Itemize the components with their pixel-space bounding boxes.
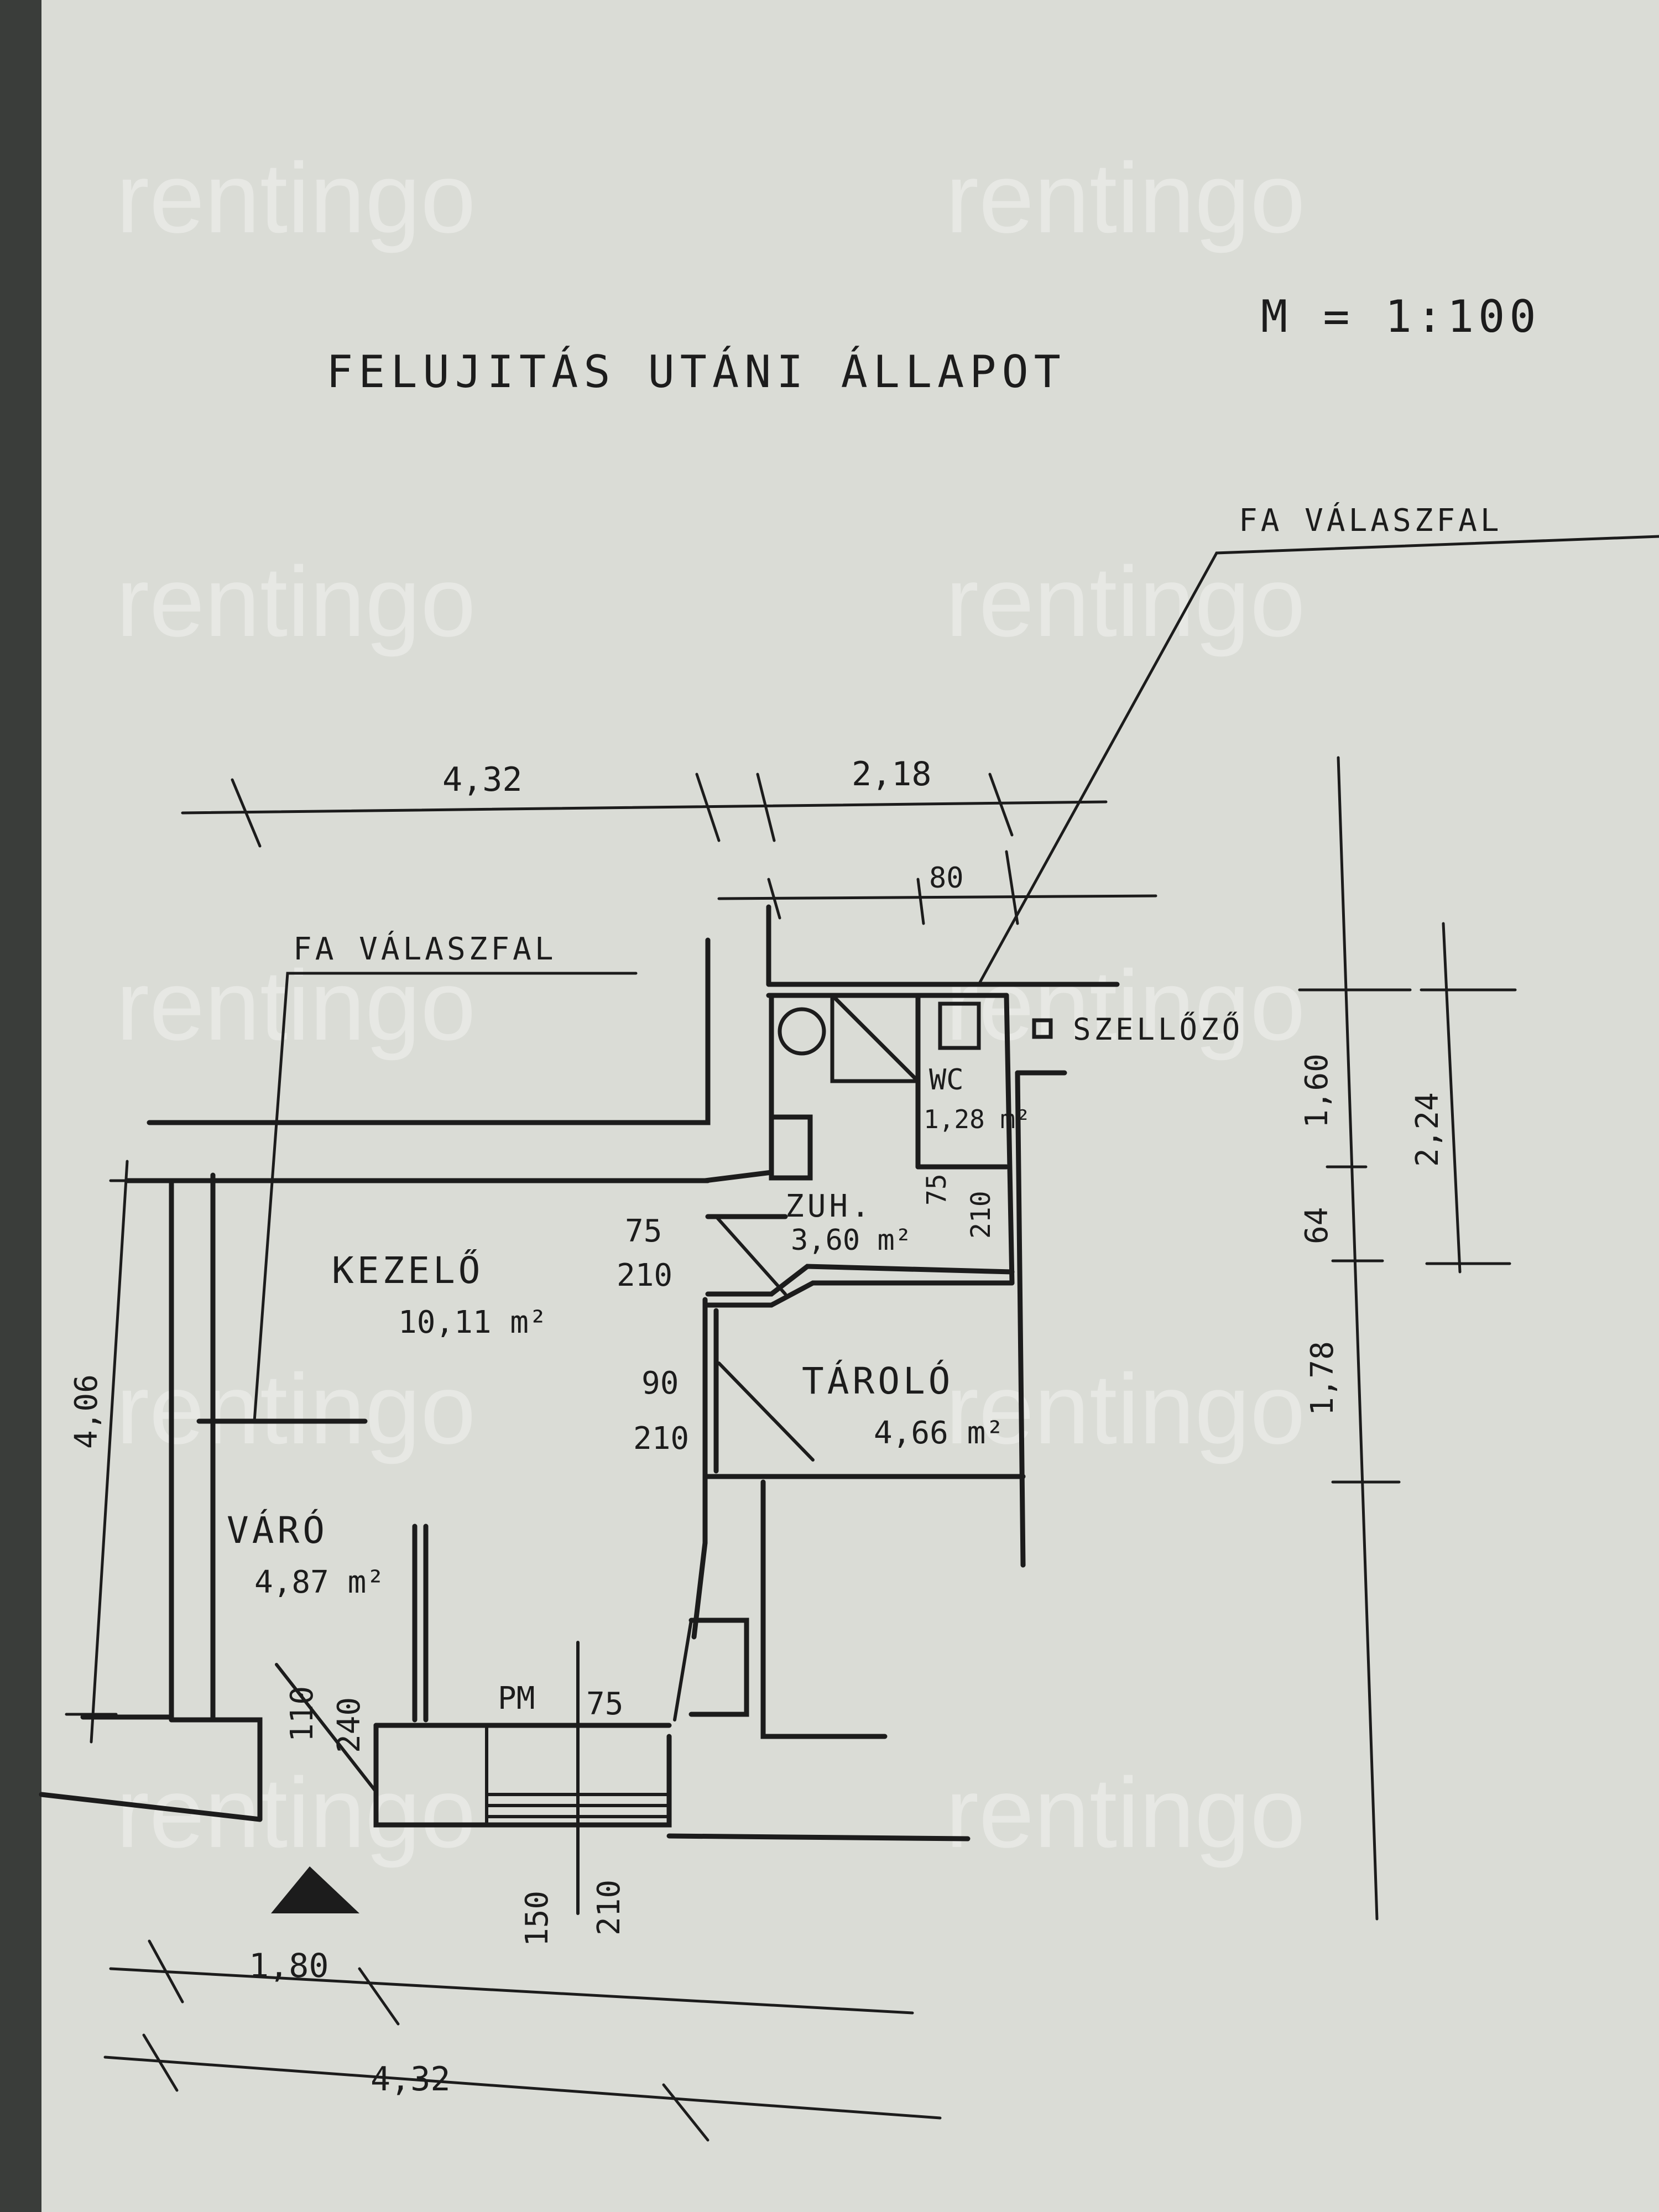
fa-valaszfal-label-top: FA VÁLASZFAL xyxy=(1239,503,1503,539)
room-name-varo: VÁRÓ xyxy=(227,1509,328,1552)
wc-fixtures xyxy=(778,993,1053,1083)
pm-label: PM xyxy=(498,1681,535,1717)
dim-bottom-1: 1,80 xyxy=(249,1947,329,1985)
room-area-varo: 4,87 m² xyxy=(254,1564,385,1600)
vent-square xyxy=(1032,1018,1053,1039)
leader-line xyxy=(253,972,638,1423)
tick xyxy=(142,2033,179,2092)
wall xyxy=(39,1792,263,1822)
door2-height: 210 xyxy=(633,1421,689,1457)
entrance-steps xyxy=(485,1641,671,1915)
room-name-kezelo: KEZELŐ xyxy=(332,1249,483,1292)
tick xyxy=(756,773,776,842)
dimension-lines xyxy=(65,756,1517,2142)
room-name-zuh: ZUH. xyxy=(785,1188,873,1224)
shower-tray xyxy=(830,993,920,1083)
leader-lines xyxy=(253,535,1659,1423)
wall xyxy=(705,1264,1015,1297)
wall xyxy=(705,1280,1015,1308)
bottom-opening-height: 210 xyxy=(591,1880,627,1936)
door2-width: 90 xyxy=(641,1365,679,1401)
left-shadow-edge xyxy=(0,0,41,2212)
wall xyxy=(169,1717,263,1822)
tick xyxy=(358,1967,400,2026)
pm-width: 75 xyxy=(586,1686,623,1722)
door1-height: 210 xyxy=(617,1258,672,1293)
tick xyxy=(988,773,1014,837)
dim-right-total: 2,24 xyxy=(1410,1092,1446,1167)
wall xyxy=(666,1833,971,1841)
plan-title: FELUJITÁS UTÁNI ÁLLAPOT xyxy=(326,346,1066,398)
watermark: rentingo xyxy=(116,546,476,658)
wall xyxy=(1004,993,1015,1286)
shower-tray xyxy=(830,993,920,1083)
room-area-kezelo: 10,11 m² xyxy=(398,1305,547,1340)
dim-top-small: 80 xyxy=(929,862,964,895)
watermark: rentingo xyxy=(946,1354,1305,1465)
tick xyxy=(767,878,781,920)
watermark: rentingo xyxy=(116,1354,476,1465)
szellozo-label: SZELLŐZŐ xyxy=(1073,1012,1243,1047)
wall xyxy=(688,1618,749,1717)
fa-valaszfal-label-left: FA VÁLASZFAL xyxy=(293,931,557,967)
dimension-line xyxy=(717,894,1157,900)
watermark: rentingo xyxy=(116,143,476,254)
dim-bottom-2: 4,32 xyxy=(371,2060,451,2099)
dim-top-left: 4,32 xyxy=(442,760,523,799)
door-swings xyxy=(275,1215,815,1793)
dimension-line xyxy=(1337,756,1379,1921)
wall xyxy=(147,937,711,1125)
watermark: rentingo xyxy=(116,950,476,1061)
watermark: rentingo xyxy=(946,546,1305,658)
wall xyxy=(702,1170,774,1183)
tick xyxy=(148,1939,184,2004)
dim-right-3: 1,78 xyxy=(1305,1341,1340,1416)
dim-left-height: 4,06 xyxy=(69,1374,105,1449)
wc-door-height: 210 xyxy=(966,1191,997,1239)
wall xyxy=(760,1479,888,1739)
room-name-wc: WC xyxy=(929,1063,964,1097)
wall xyxy=(1015,1070,1026,1568)
room-area-tarolo: 4,66 m² xyxy=(874,1415,1004,1451)
door-swing xyxy=(717,1361,815,1462)
tick xyxy=(231,778,262,848)
watermarks: rentingo rentingo rentingo rentingo rent… xyxy=(116,143,1305,1869)
dimension-line xyxy=(109,1967,914,2015)
entry-width: 110 xyxy=(284,1686,320,1742)
entrance-arrow xyxy=(271,1866,359,1913)
dim-top-right: 2,18 xyxy=(852,755,932,794)
washbasin xyxy=(778,1007,826,1056)
door-swing xyxy=(673,1619,693,1721)
dimension-line xyxy=(90,1160,129,1744)
wall xyxy=(373,1723,672,1828)
tick xyxy=(916,878,925,925)
watermark: rentingo xyxy=(116,1757,476,1869)
door-swing xyxy=(275,1663,378,1793)
dim-right-2: 64 xyxy=(1299,1207,1335,1244)
wall-niche xyxy=(769,1114,813,1181)
plan-scale: M = 1:100 xyxy=(1261,291,1540,342)
bottom-opening-width: 150 xyxy=(519,1891,555,1947)
dimension-line xyxy=(103,2056,942,2120)
room-area-wc: 1,28 m² xyxy=(924,1104,1031,1134)
toilet xyxy=(938,1001,981,1050)
door1-width: 75 xyxy=(625,1213,662,1249)
leader-line xyxy=(977,535,1659,986)
watermark: rentingo xyxy=(946,143,1305,254)
wc-door-width: 75 xyxy=(921,1173,952,1206)
room-area-zuh: 3,60 m² xyxy=(791,1224,912,1257)
tick xyxy=(695,773,721,842)
tick xyxy=(662,2083,709,2142)
door-swing xyxy=(714,1215,787,1296)
entry-height: 240 xyxy=(331,1697,367,1753)
annotations: FA VÁLASZFAL FA VÁLASZFAL SZELLŐZŐ KEZEL… xyxy=(69,503,1503,2099)
dimension-line xyxy=(1442,922,1462,1274)
tick xyxy=(1005,850,1019,925)
dimension-line xyxy=(181,800,1108,815)
room-name-tarolo: TÁROLÓ xyxy=(802,1359,953,1402)
watermark: rentingo xyxy=(946,1757,1305,1869)
dim-right-1: 1,60 xyxy=(1299,1053,1335,1128)
